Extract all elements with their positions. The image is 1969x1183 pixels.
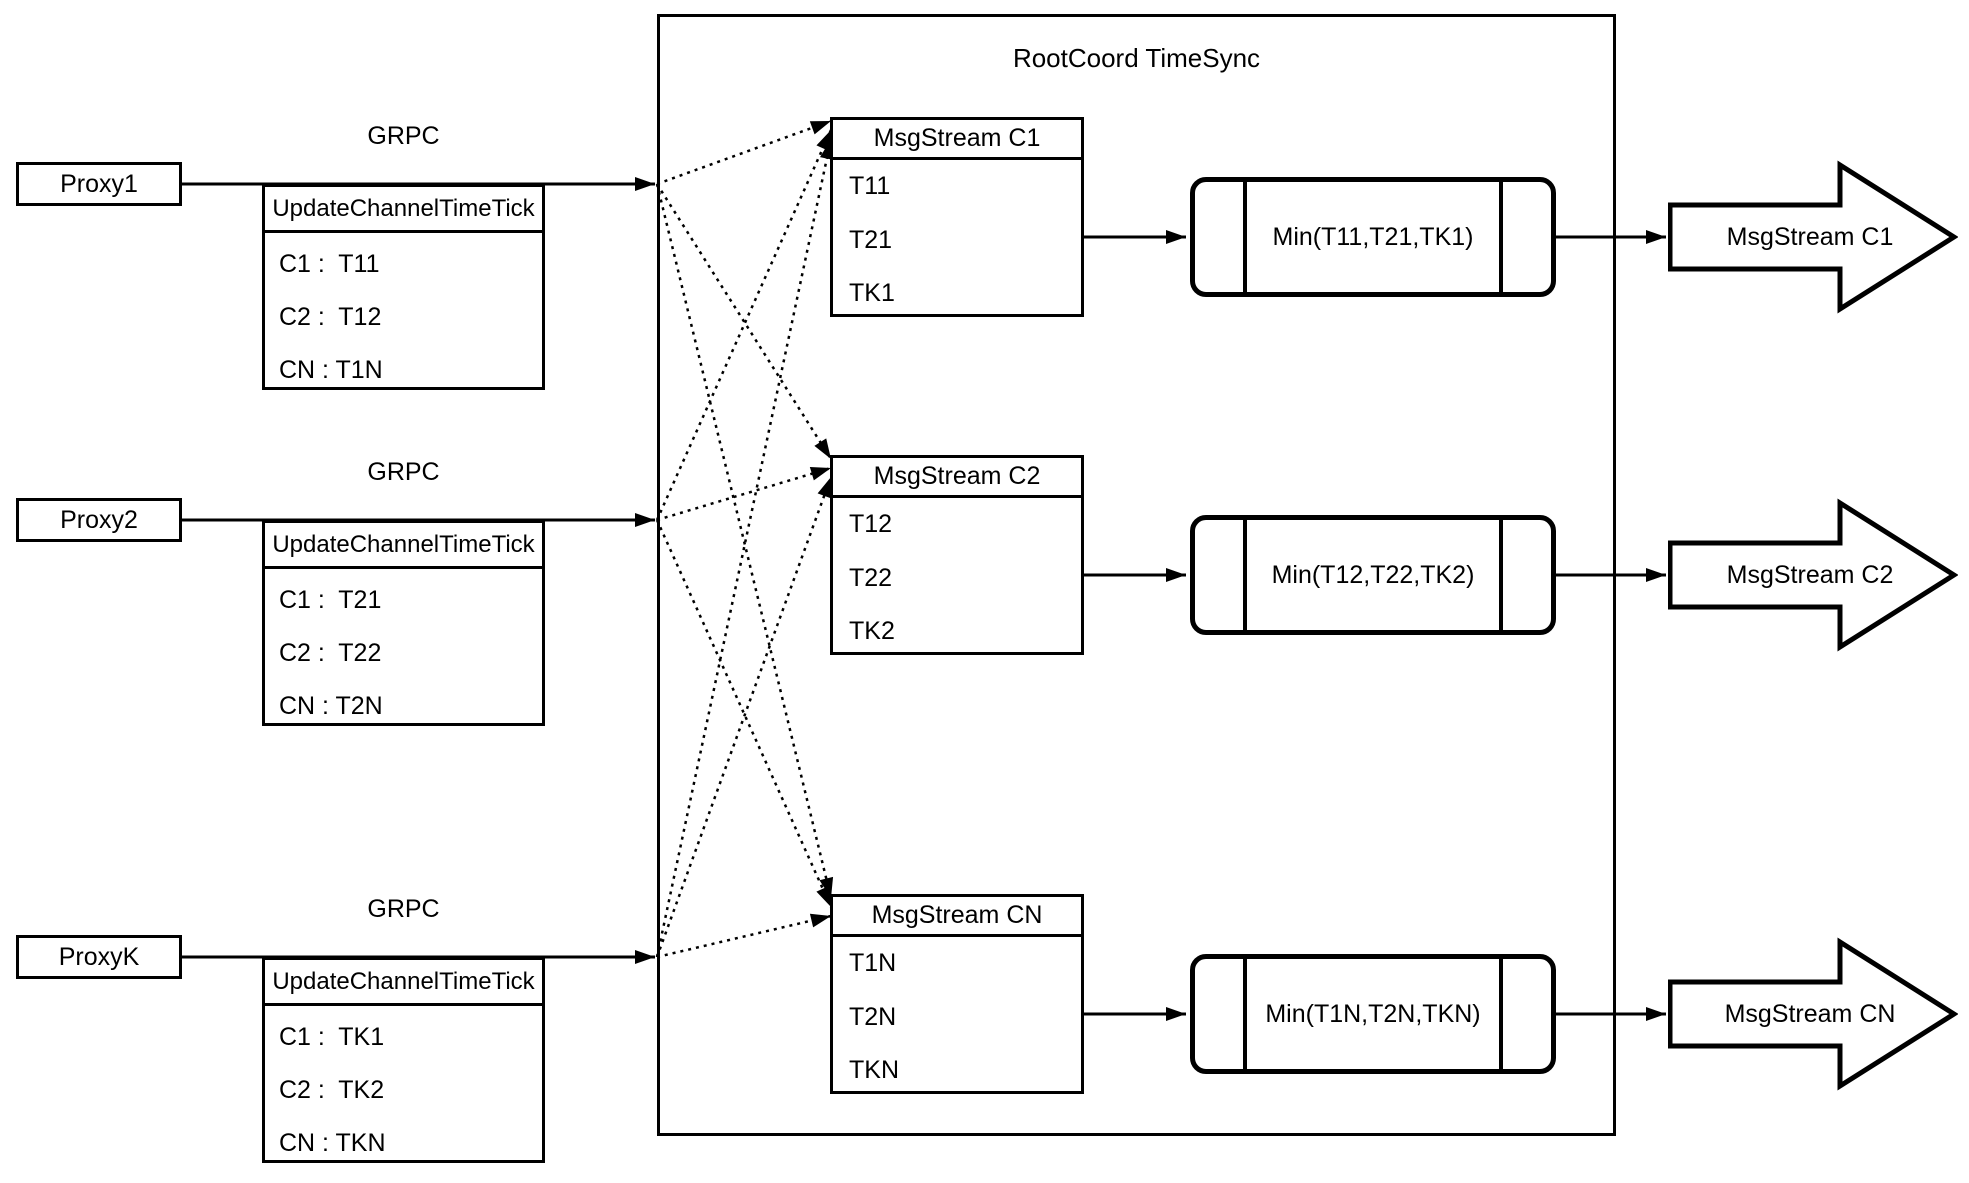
output-arrow	[1668, 160, 1958, 314]
update-table-row: C2 : T22	[279, 639, 382, 667]
min-box: Min(T1N,T2N,TKN)	[1190, 954, 1556, 1074]
min-label: Min(T1N,T2N,TKN)	[1265, 999, 1481, 1028]
min-box: Min(T11,T21,TK1)	[1190, 177, 1556, 297]
msgstream-table-row: T11	[849, 172, 891, 200]
min-to-output-connectors	[1556, 230, 1666, 1021]
grpc-label: GRPC	[367, 122, 440, 150]
update-timetick-table: UpdateChannelTimeTick C1 : T11 C2 : T12 …	[262, 184, 545, 390]
min-label: Min(T11,T21,TK1)	[1272, 222, 1474, 251]
table-to-min-connectors	[1084, 230, 1186, 1021]
grpc-label: GRPC	[367, 458, 440, 486]
output-arrow-label: MsgStream C2	[1726, 560, 1894, 589]
update-timetick-table: UpdateChannelTimeTick C1 : T21 C2 : T22 …	[262, 520, 545, 726]
timetick-fanout-arrows	[655, 119, 834, 959]
msgstream-table: MsgStream C2 T12 T22 TK2	[830, 455, 1084, 655]
output-arrow	[1668, 498, 1958, 652]
msgstream-table-row: T2N	[849, 1003, 897, 1031]
output-arrow-label: MsgStream C1	[1726, 222, 1894, 251]
msgstream-table: MsgStream CN T1N T2N TKN	[830, 894, 1084, 1094]
msgstream-table-row: TKN	[849, 1056, 899, 1084]
block-arrow-shape	[1668, 937, 1958, 1091]
output-arrow-label: MsgStream CN	[1724, 999, 1896, 1028]
msgstream-table-row: T1N	[849, 949, 897, 977]
msgstream-table-row: TK1	[849, 279, 895, 307]
msgstream-table: MsgStream C1 T11 T21 TK1	[830, 117, 1084, 317]
msgstream-table-header: MsgStream C2	[833, 458, 1081, 498]
msgstream-table-header: MsgStream C1	[833, 120, 1081, 160]
update-table-header: UpdateChannelTimeTick	[265, 523, 542, 569]
min-box: Min(T12,T22,TK2)	[1190, 515, 1556, 635]
msgstream-table-header: MsgStream CN	[833, 897, 1081, 937]
msgstream-table-row: T22	[849, 564, 893, 592]
rootcoord-title: RootCoord TimeSync	[1012, 43, 1261, 73]
update-table-row: CN : T1N	[279, 356, 383, 384]
proxy-label: Proxy1	[60, 169, 138, 198]
proxy-label: Proxy2	[60, 505, 138, 534]
grpc-label: GRPC	[367, 895, 440, 923]
update-table-row: C1 : T21	[279, 586, 382, 614]
msgstream-table-row: T12	[849, 510, 893, 538]
update-table-row: C1 : T11	[279, 250, 380, 278]
min-label: Min(T12,T22,TK2)	[1271, 560, 1475, 589]
proxy-box: Proxy1	[16, 162, 182, 206]
msgstream-table-row: T21	[849, 226, 893, 254]
update-table-row: CN : TKN	[279, 1129, 386, 1157]
proxy-label: ProxyK	[58, 942, 140, 971]
update-table-row: C2 : T12	[279, 303, 382, 331]
update-table-row: CN : T2N	[279, 692, 383, 720]
block-arrow-shape	[1668, 160, 1958, 314]
update-table-row: C2 : TK2	[279, 1076, 385, 1104]
output-arrow	[1668, 937, 1958, 1091]
msgstream-table-row: TK2	[849, 617, 895, 645]
update-table-header: UpdateChannelTimeTick	[265, 187, 542, 233]
proxy-box: Proxy2	[16, 498, 182, 542]
proxy-box: ProxyK	[16, 935, 182, 979]
block-arrow-shape	[1668, 498, 1958, 652]
update-timetick-table: UpdateChannelTimeTick C1 : TK1 C2 : TK2 …	[262, 957, 545, 1163]
update-table-row: C1 : TK1	[279, 1023, 385, 1051]
update-table-header: UpdateChannelTimeTick	[265, 960, 542, 1006]
